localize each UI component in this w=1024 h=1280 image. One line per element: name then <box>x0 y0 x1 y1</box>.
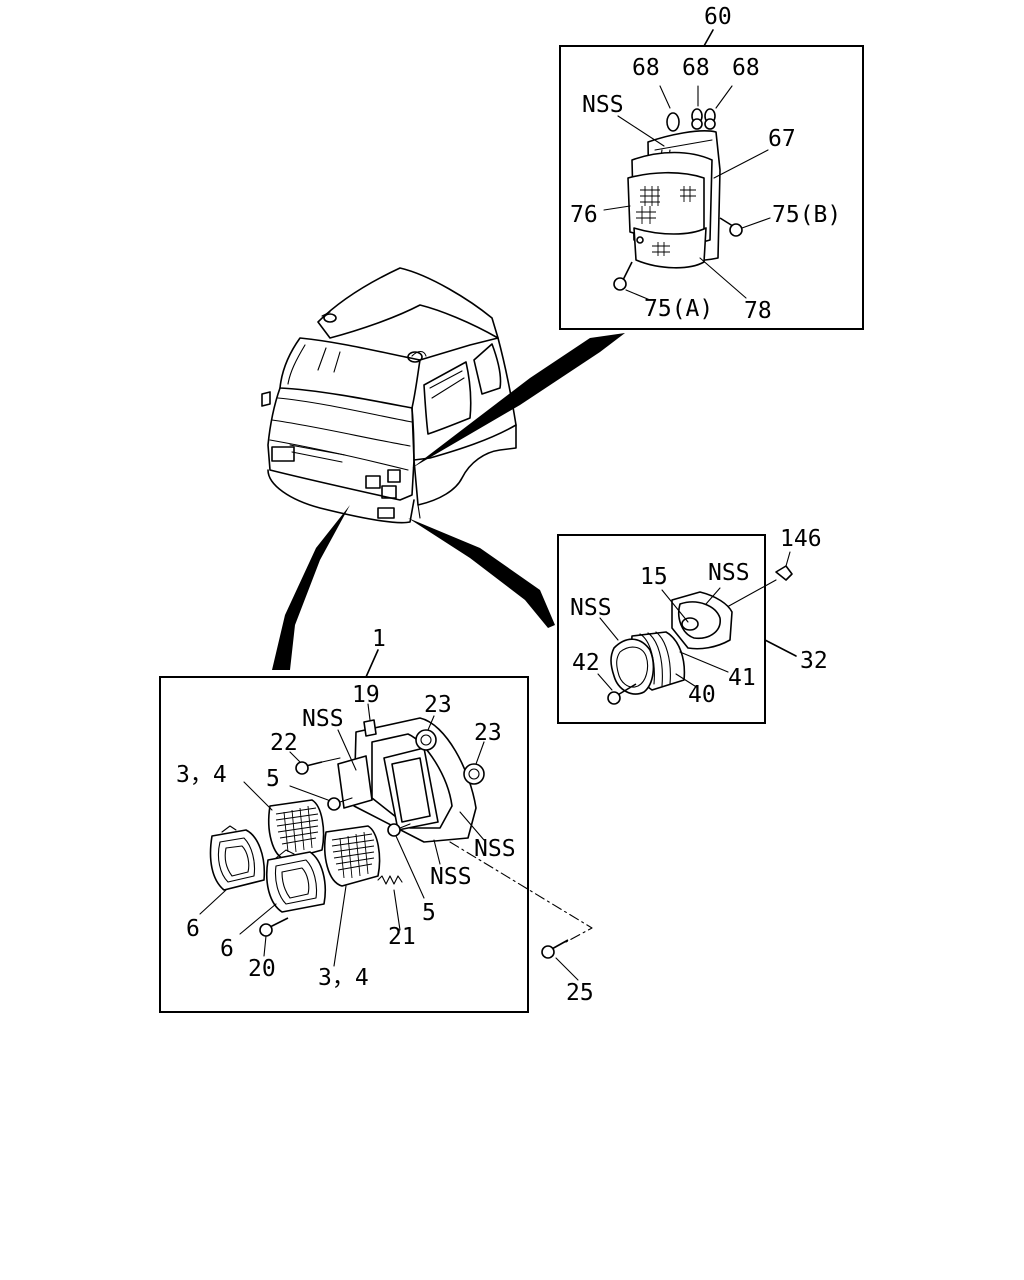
callout-60: 60 <box>704 4 732 30</box>
group-60-rear-lamp: 60 68 68 68 <box>559 4 864 330</box>
callout-3-4-lower: 3，4 <box>318 965 369 991</box>
callout-42: 42 <box>572 650 600 676</box>
lens-76-hatching <box>636 186 696 224</box>
callout-3-4-upper: 3，4 <box>176 762 227 788</box>
callout-68-b: 68 <box>682 55 710 81</box>
callout-32: 32 <box>800 648 828 674</box>
lamp-lower-hatching <box>331 831 375 879</box>
callout-nss-32-housing: NSS <box>708 560 750 586</box>
callout-6-a: 6 <box>186 916 200 942</box>
callout-25: 25 <box>566 980 594 1006</box>
screw-25-assembly: 25 <box>449 841 594 1006</box>
callout-76: 76 <box>570 202 598 228</box>
callout-15: 15 <box>640 564 668 590</box>
callout-68-a: 68 <box>632 55 660 81</box>
callout-1: 1 <box>372 626 386 652</box>
callout-5-right: 5 <box>422 900 436 926</box>
callout-78: 78 <box>744 298 772 324</box>
callout-75b: 75(B) <box>772 202 841 228</box>
callout-20: 20 <box>248 956 276 982</box>
group-1-front-lamp: 1 23 23 19 NSS 22 5 <box>159 626 529 1013</box>
callout-23-a: 23 <box>424 692 452 718</box>
callout-41: 41 <box>728 665 756 691</box>
callout-67: 67 <box>768 126 796 152</box>
leader-wedges <box>272 333 625 670</box>
truck-cab-illustration <box>261 267 517 524</box>
callout-75a: 75(A) <box>644 296 713 322</box>
callout-nss-right-1: NSS <box>474 836 516 862</box>
callout-5-left: 5 <box>266 766 280 792</box>
lamp-upper-hatching <box>275 805 319 853</box>
callout-68-c: 68 <box>732 55 760 81</box>
callout-19: 19 <box>352 682 380 708</box>
group-1-frame <box>159 676 529 1013</box>
callout-6-b: 6 <box>220 936 234 962</box>
callout-nss-60: NSS <box>582 92 624 118</box>
group-60-frame <box>559 45 864 330</box>
callout-nss-32-gasket: NSS <box>570 595 612 621</box>
callout-nss-right-2: NSS <box>430 864 472 890</box>
callout-21: 21 <box>388 924 416 950</box>
callout-22: 22 <box>270 730 298 756</box>
callout-146: 146 <box>780 526 822 552</box>
group-32-frame <box>557 534 766 724</box>
callout-40: 40 <box>688 682 716 708</box>
callout-nss-bracket: NSS <box>302 706 344 732</box>
group-32-side-lamp: 32 146 15 NSS NSS 41 40 42 <box>557 526 828 724</box>
callout-23-b: 23 <box>474 720 502 746</box>
